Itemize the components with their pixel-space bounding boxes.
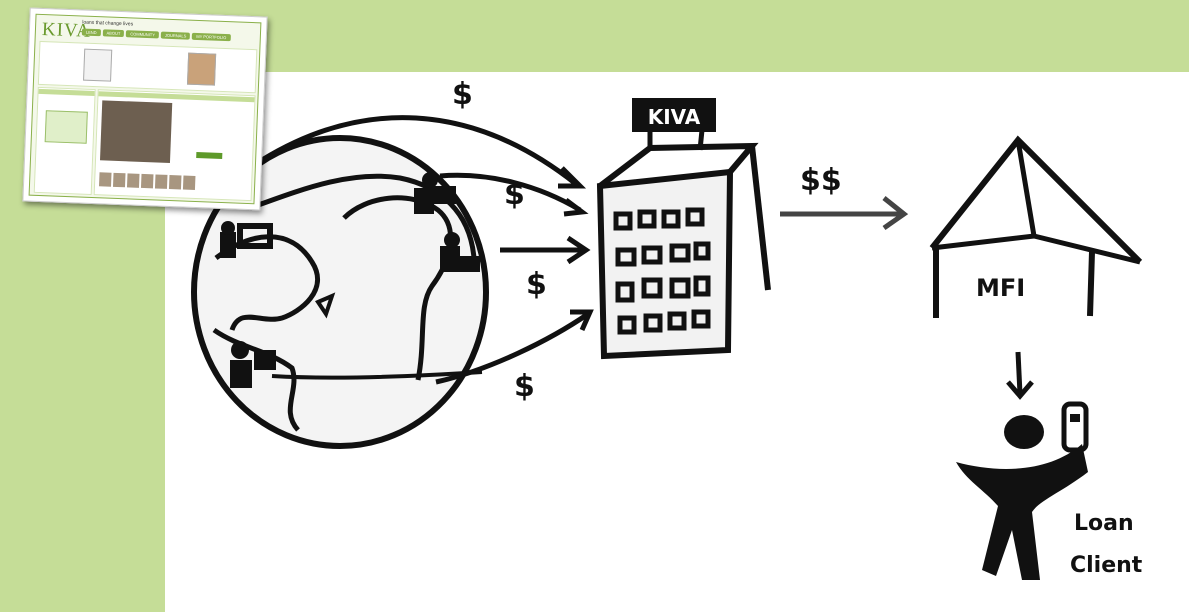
dollar-label-bottom: $ xyxy=(514,369,535,404)
nav-item: ABOUT xyxy=(102,29,124,37)
hero-text-block xyxy=(118,56,182,58)
mfi-house xyxy=(932,140,1140,318)
kiva-nav: LEND ABOUT COMMUNITY JOURNALS MY PORTFOL… xyxy=(82,29,231,42)
nav-item: COMMUNITY xyxy=(126,30,159,38)
dollars-to-mfi-label: $$ xyxy=(800,163,842,198)
arrow-kiva-to-mfi xyxy=(780,198,904,228)
nav-item: JOURNALS xyxy=(161,32,191,40)
kiva-featured-column xyxy=(94,89,256,201)
lender-avatar xyxy=(83,49,112,82)
kiva-left-column xyxy=(34,87,96,195)
dollar-label-upper: $ xyxy=(504,177,525,212)
kiva-sign-text: KIVA xyxy=(648,105,701,129)
kiva-hero xyxy=(38,41,258,93)
kiva-building xyxy=(600,98,768,356)
featured-photo xyxy=(100,100,172,163)
loan-client-label-line1: Loan xyxy=(1074,511,1134,536)
loan-client-label-line2: Client xyxy=(1070,553,1143,578)
gift-certificate-image xyxy=(45,110,88,144)
dollar-label-middle: $ xyxy=(526,267,547,302)
loan-client-figure xyxy=(956,404,1088,580)
nav-item: MY PORTFOLIO xyxy=(192,33,230,41)
nav-item: LEND xyxy=(82,29,101,37)
dollar-label-top: $ xyxy=(452,77,473,112)
arrow-mfi-to-client xyxy=(1008,352,1032,396)
kiva-website-page: KIVA loans that change lives LEND ABOUT … xyxy=(29,14,262,205)
entrepreneur-strip xyxy=(99,172,209,190)
mfi-label: MFI xyxy=(976,274,1025,302)
column-header xyxy=(39,89,95,96)
entrepreneur-avatar xyxy=(187,53,216,86)
kiva-website-thumbnail: KIVA loans that change lives LEND ABOUT … xyxy=(22,8,267,211)
lend-button xyxy=(196,152,222,159)
